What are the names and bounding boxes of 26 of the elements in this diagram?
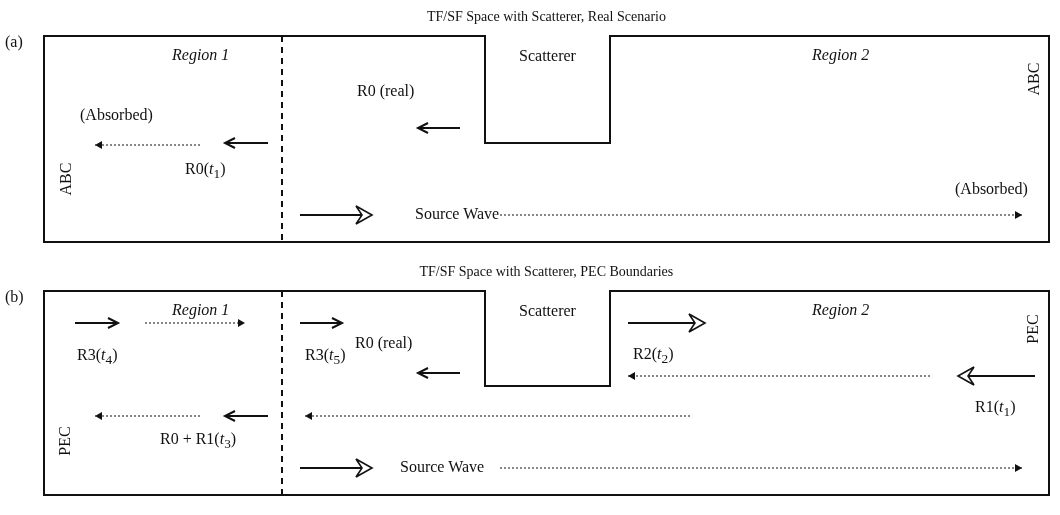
boundary-label: ABC [57,162,76,196]
boundary-label: PEC [55,426,74,456]
wave-label: R0 + R1(t$_{3}$) [160,430,237,453]
scatterer-box: Scatterer [484,290,611,387]
scatterer-box: Scatterer [484,35,611,144]
wave-label: (Absorbed) [80,106,153,124]
wave-label: Region 2 [812,46,870,64]
wave-label: R0 (real) [355,334,413,352]
panel-letter: (a) [5,33,23,51]
wave-label: R3(t$_{4}$) [77,346,118,369]
panel-title: TF/SF Space with Scatterer, PEC Boundaries [419,264,674,280]
panel-letter: (b) [5,288,24,306]
wave-label: Region 1 [172,301,230,319]
wave-label: (Absorbed) [955,180,1028,198]
wave-label: R0 (real) [357,82,415,100]
wave-label: Region 1 [172,46,230,64]
wave-label: R0(t$_{1}$) [185,160,226,183]
wave-label: Source Wave [400,458,485,476]
boundary-label: ABC [1025,62,1044,96]
wave-label: Source Wave [415,205,500,223]
boundary-label: PEC [1023,314,1042,344]
wave-label: R2(t$_{2}$) [633,345,674,368]
wave-label: Region 2 [812,301,870,319]
panel-title: TF/SF Space with Scatterer, Real Scenario [427,9,666,25]
wave-label: R3(t$_{5}$) [305,346,346,369]
wave-label: R1(t$_{1}$) [975,398,1016,421]
